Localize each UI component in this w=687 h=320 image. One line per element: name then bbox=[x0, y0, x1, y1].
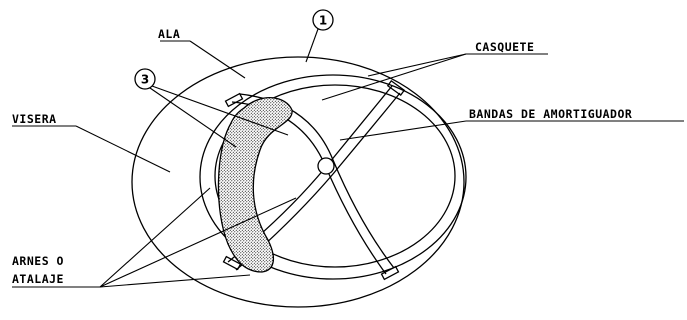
label-arnes-line2: ATALAJE bbox=[12, 272, 64, 286]
label-casquete: CASQUETE bbox=[475, 40, 534, 54]
callout-3-text: 3 bbox=[141, 73, 149, 87]
callout-1: 1 bbox=[312, 9, 334, 31]
shell-outer-rim bbox=[199, 74, 467, 280]
brim-outline bbox=[131, 56, 465, 308]
callout-3: 3 bbox=[134, 68, 156, 90]
band-center-hub bbox=[317, 157, 335, 175]
label-arnes-line1: ARNES O bbox=[12, 254, 64, 268]
band-clips bbox=[222, 79, 406, 281]
shell-inner-rim bbox=[214, 84, 456, 268]
label-bandas-de-amortiguador: BANDAS DE AMORTIGUADOR bbox=[469, 107, 632, 121]
label-ala: ALA bbox=[158, 27, 180, 41]
leader-lines bbox=[12, 28, 684, 288]
callout-1-text: 1 bbox=[319, 14, 327, 28]
label-visera: VISERA bbox=[12, 112, 57, 126]
